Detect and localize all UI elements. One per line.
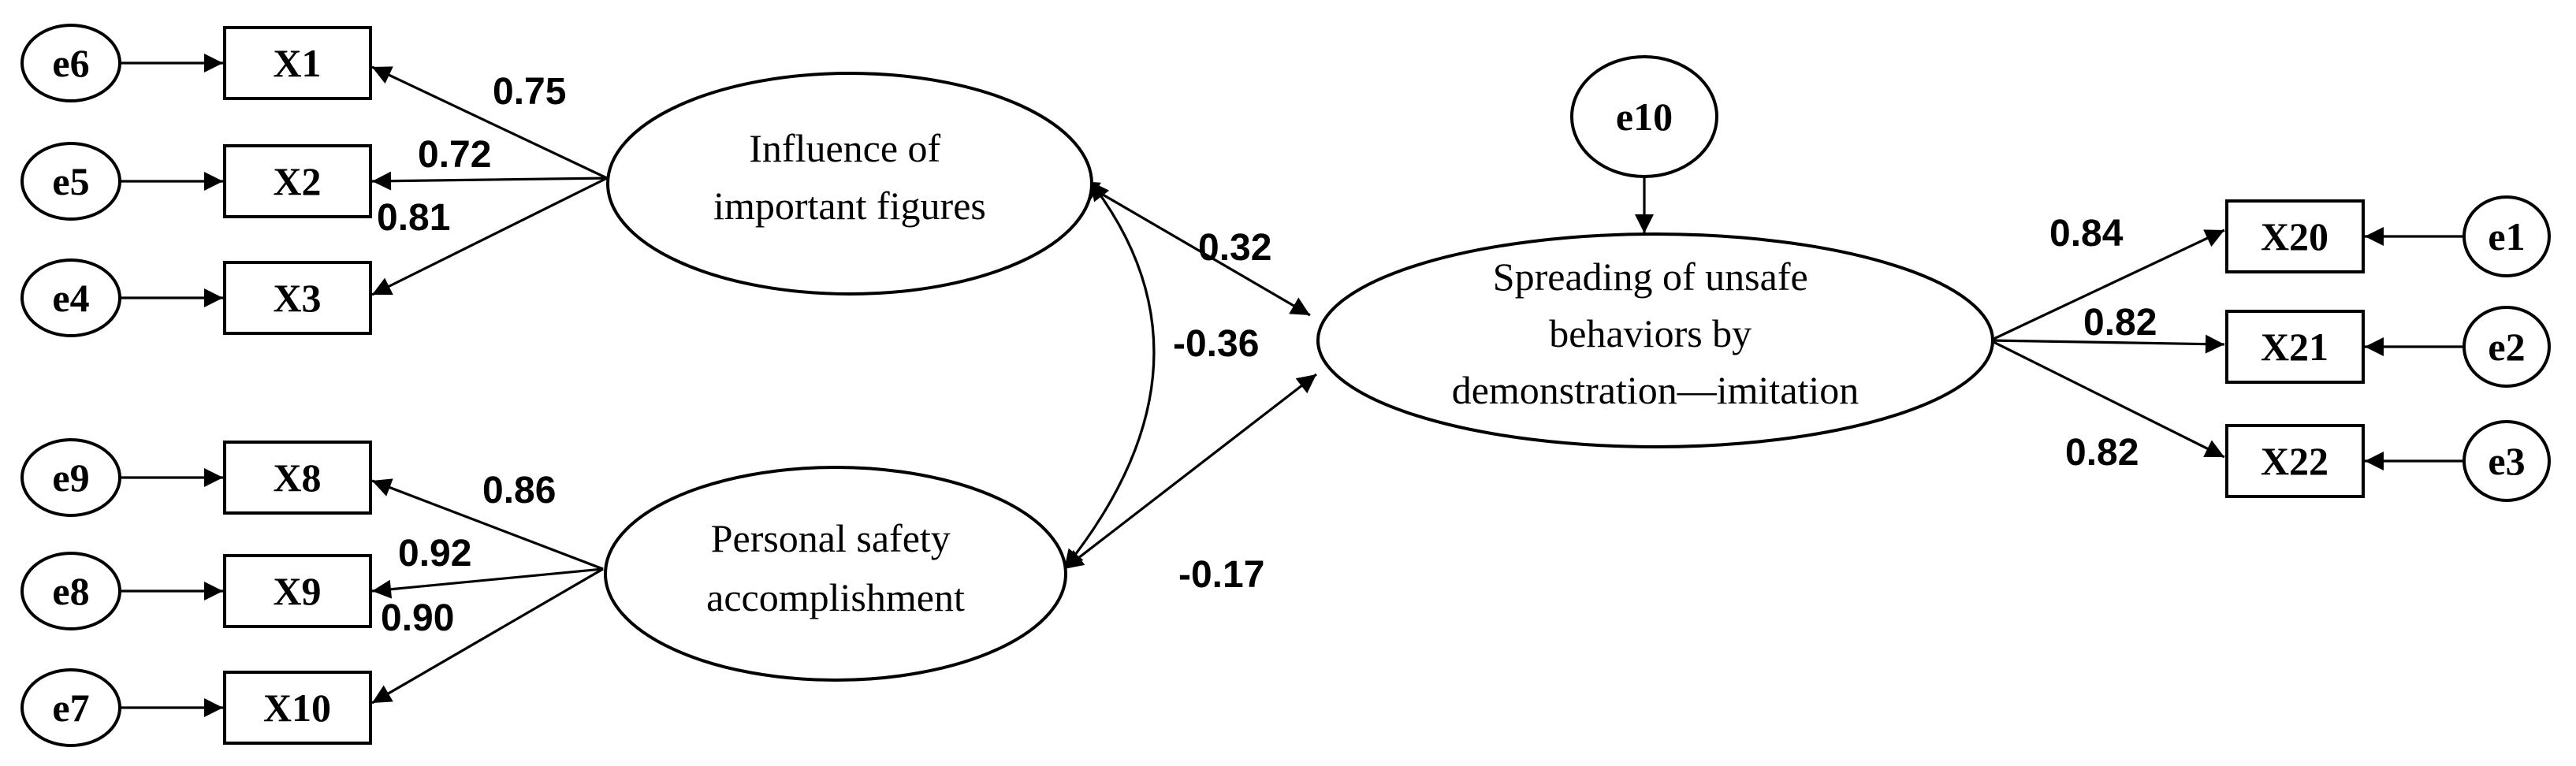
latent-variables: Influence of important figures Personal … xyxy=(604,72,1994,682)
edge-spreading-x22 xyxy=(1990,339,2225,459)
edges xyxy=(120,54,2464,717)
loading-x2: 0.72 xyxy=(418,134,491,176)
edge-personal-x10 xyxy=(371,567,604,705)
error-e5: e5 xyxy=(20,142,121,221)
edge-influence-x1 xyxy=(371,65,608,180)
error-e6-label: e6 xyxy=(52,41,89,85)
error-e6: e6 xyxy=(20,24,121,102)
latent-spreading-line-3: demonstration—imitation xyxy=(1452,368,1859,412)
error-e3-label: e3 xyxy=(2488,439,2525,483)
indicator-x9: X9 xyxy=(223,554,372,628)
loading-x22: 0.82 xyxy=(2065,432,2139,474)
edge-personal-x9 xyxy=(371,567,604,599)
latent-influence-line-1: Influence of xyxy=(749,126,940,170)
indicator-x22-label: X22 xyxy=(2261,439,2328,483)
error-e7-label: e7 xyxy=(52,686,89,730)
error-e10-label: e10 xyxy=(1616,95,1673,139)
error-e9: e9 xyxy=(20,438,121,517)
error-terms: e6 e5 e4 e9 e8 e7 e10 e1 xyxy=(20,24,2551,747)
edge-personal-spreading xyxy=(1063,373,1317,571)
indicator-x8: X8 xyxy=(223,441,372,515)
latent-personal: Personal safety accomplishment xyxy=(604,466,1067,682)
indicator-x21-label: X21 xyxy=(2261,325,2328,369)
covariance-influence-personal: -0.36 xyxy=(1173,323,1259,365)
error-e8-label: e8 xyxy=(52,569,89,613)
indicator-x3: X3 xyxy=(223,261,372,335)
error-e7: e7 xyxy=(20,668,121,747)
svg-text:Personal safety accomp: Personal safety accomplishment xyxy=(706,516,965,619)
edge-influence-spreading xyxy=(1079,180,1311,317)
indicator-x10-label: X10 xyxy=(263,686,331,730)
error-e10: e10 xyxy=(1570,55,1718,178)
edge-spreading-x21 xyxy=(1990,334,2225,354)
indicator-x1-label: X1 xyxy=(273,41,321,85)
loading-x9: 0.92 xyxy=(398,533,471,574)
indicator-x8-label: X8 xyxy=(273,456,321,500)
indicator-x22: X22 xyxy=(2225,424,2365,498)
path-personal-spreading: -0.17 xyxy=(1178,554,1264,596)
loading-x3: 0.81 xyxy=(377,197,450,239)
indicator-x2: X2 xyxy=(223,144,372,218)
latent-influence: Influence of important figures xyxy=(606,72,1093,296)
path-influence-spreading: 0.32 xyxy=(1198,227,1271,269)
error-e3: e3 xyxy=(2462,420,2551,502)
error-e2: e2 xyxy=(2462,306,2551,388)
svg-text:Influence of important: Influence of important figures xyxy=(713,126,986,228)
latent-spreading: Spreading of unsafe behaviors by demonst… xyxy=(1316,232,1994,448)
error-e2-label: e2 xyxy=(2488,325,2525,369)
error-e9-label: e9 xyxy=(52,456,89,500)
loading-x21: 0.82 xyxy=(2083,302,2157,344)
edge-influence-x3 xyxy=(371,177,608,296)
indicator-x2-label: X2 xyxy=(273,159,321,203)
svg-text:Spreading of unsafe be: Spreading of unsafe behaviors by demonst… xyxy=(1452,255,1859,412)
edge-spreading-x20 xyxy=(1990,229,2225,342)
error-e1: e1 xyxy=(2462,195,2551,277)
latent-personal-line-2: accomplishment xyxy=(706,575,965,619)
latent-personal-line-1: Personal safety xyxy=(711,516,951,560)
indicator-x10: X10 xyxy=(223,671,372,745)
error-e4-label: e4 xyxy=(52,276,89,320)
error-e8: e8 xyxy=(20,552,121,630)
indicator-x1: X1 xyxy=(223,26,372,100)
indicator-x21: X21 xyxy=(2225,310,2365,384)
loading-x1: 0.75 xyxy=(493,71,566,113)
indicators: X1 X2 X3 X8 X9 X10 X20 X21 xyxy=(223,26,2365,745)
indicator-x20-label: X20 xyxy=(2261,214,2328,258)
error-e4: e4 xyxy=(20,258,121,337)
loading-x8: 0.86 xyxy=(482,470,556,511)
indicator-x3-label: X3 xyxy=(273,276,321,320)
edge-personal-x8 xyxy=(371,478,604,571)
error-e5-label: e5 xyxy=(52,159,89,203)
edge-influence-x2 xyxy=(371,171,608,191)
latent-spreading-line-1: Spreading of unsafe xyxy=(1493,255,1808,299)
loading-x20: 0.84 xyxy=(2049,213,2124,255)
error-e1-label: e1 xyxy=(2488,214,2525,258)
latent-spreading-line-2: behaviors by xyxy=(1549,311,1751,355)
indicator-x20: X20 xyxy=(2225,199,2365,273)
indicator-x9-label: X9 xyxy=(273,569,321,613)
coefficients: 0.75 0.72 0.81 0.86 0.92 0.90 0.84 0.82 … xyxy=(377,71,2157,639)
latent-influence-line-2: important figures xyxy=(713,184,986,228)
loading-x10: 0.90 xyxy=(381,597,454,639)
